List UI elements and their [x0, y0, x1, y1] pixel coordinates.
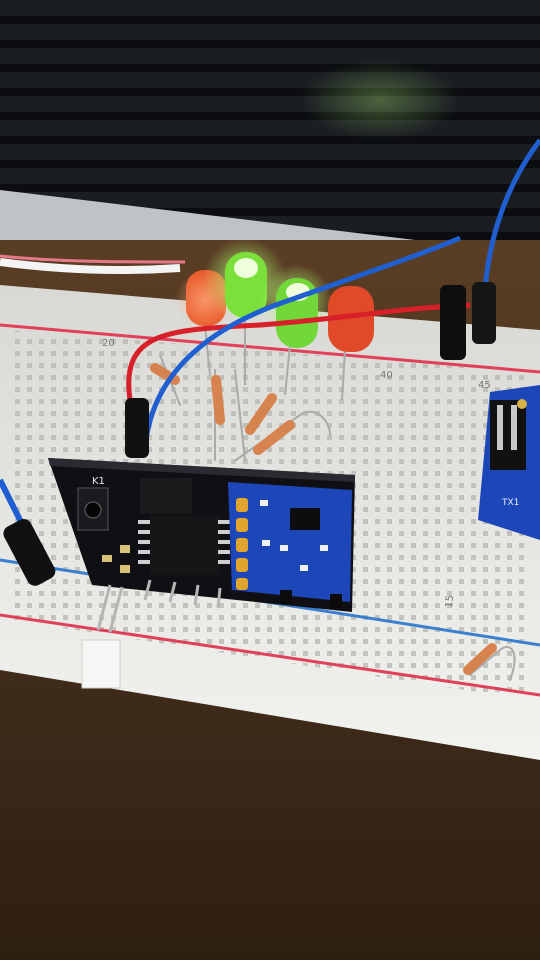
ribbon-wire-white [0, 258, 181, 274]
led-red-right [328, 286, 374, 401]
ic-chip-main [150, 515, 220, 575]
audio-module: K1 [48, 458, 355, 633]
resistors [150, 354, 516, 681]
row-number-20: 20 [102, 338, 115, 349]
right-board-label: TX1 [501, 498, 519, 508]
ic-pins [138, 520, 230, 564]
blue-sub-board [228, 482, 352, 602]
breadboard-notch [81, 639, 121, 689]
jumper-plug-left [125, 398, 149, 458]
right-blue-board: TX1 [478, 385, 540, 540]
jumper-plug-bottom-left [3, 519, 56, 586]
led-green-left [203, 238, 287, 385]
red-jumper-wire [126, 302, 471, 401]
sub-board-chip [290, 508, 320, 530]
row-number-15: 15 [444, 595, 456, 609]
row-number-45: 45 [478, 380, 491, 391]
rail-red-bottom [0, 613, 540, 697]
vent-glow [300, 60, 460, 140]
rail-red-top [0, 323, 540, 374]
module-silk-label: K1 [92, 476, 105, 487]
blue-jumper-wire-1 [142, 235, 461, 451]
row-number-40: 40 [380, 370, 393, 381]
ribbon-wire-pink [0, 254, 186, 264]
module-header-pins [96, 579, 222, 633]
blue-jumper-wire-2 [482, 138, 540, 291]
ic-chip-top [140, 478, 192, 514]
gold-pads [236, 498, 248, 590]
jumper-plug-top-right-2 [472, 282, 496, 344]
jumper-plug-top-right-1 [440, 285, 466, 360]
